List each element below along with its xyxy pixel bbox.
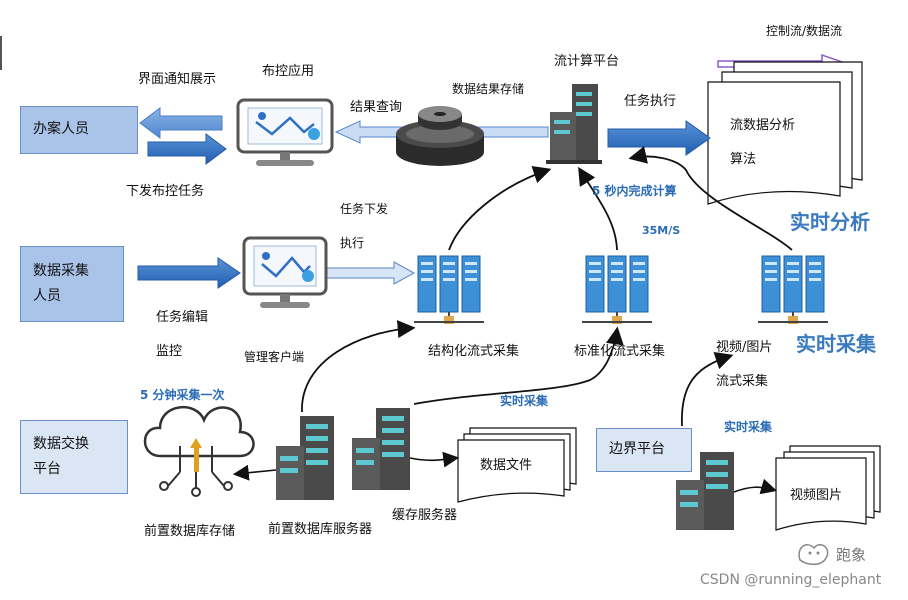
mgmt-client-monitor-icon [242, 236, 328, 308]
issue-task-arrow [147, 133, 227, 165]
video-to-platform-arrow [628, 146, 793, 251]
data-file-label: 数据文件 [480, 458, 533, 473]
db-to-structured-arrow [301, 320, 416, 413]
stream-platform-label: 流计算平台 [554, 54, 620, 69]
edge-to-video-rack-arrow [681, 352, 734, 427]
officer-box: 办案人员 [20, 106, 138, 154]
officer-label: 办案人员 [33, 121, 89, 138]
result-storage-label: 数据结果存储 [452, 82, 525, 96]
collector-arrow [137, 257, 241, 289]
interface-notify-label: 界面通知展示 [138, 72, 217, 87]
cache-server-icon [352, 408, 410, 490]
cloud-storage-icon [143, 406, 255, 497]
task-edit-label: 任务编辑 [156, 310, 209, 325]
collector-label-1: 数据采集 [33, 262, 89, 279]
issue-task-label: 下发布控任务 [126, 184, 205, 199]
cache-server-label: 缓存服务器 [392, 508, 458, 523]
edge-platform-box: 边界平台 [596, 428, 692, 472]
watermark-csdn: CSDN @running_elephant [700, 572, 882, 588]
edge-platform-label: 边界平台 [609, 441, 665, 458]
edge-to-video-doc-arrow [733, 478, 778, 495]
monitor-label: 监控 [156, 344, 183, 359]
result-query-label: 结果查询 [350, 100, 403, 115]
video-image-label: 视频/图片 [716, 340, 773, 355]
video-picture-doc-icon [775, 445, 881, 531]
standard-collect-rack-icon [582, 255, 652, 324]
data-file-doc-icon [457, 427, 577, 503]
video-picture-label: 视频图片 [790, 488, 843, 503]
notify-arrow [139, 107, 223, 139]
algorithm-label: 算法 [730, 152, 757, 167]
db-server-to-cloud-arrow [232, 464, 277, 481]
structured-collect-label: 结构化流式采集 [428, 344, 520, 359]
front-db-server-label: 前置数据库服务器 [268, 522, 373, 537]
video-rack-icon [758, 255, 828, 324]
front-db-storage-label: 前置数据库存储 [144, 524, 236, 539]
edge-line [0, 36, 2, 70]
task-issue-arrow [325, 261, 416, 285]
stream-collect-label: 流式采集 [716, 374, 769, 389]
five-sec-label: 5 秒内完成计算 [592, 184, 677, 198]
stream-platform-server-icon [546, 84, 602, 164]
task-issue-label-2: 执行 [340, 236, 365, 250]
realtime-collect-big-label: 实时采集 [796, 332, 876, 356]
control-app-monitor-icon [236, 98, 334, 166]
speed-label: 35M/S [642, 224, 681, 237]
five-min-label: 5 分钟采集一次 [140, 388, 225, 402]
realtime-collect-label-2: 实时采集 [724, 420, 773, 434]
stream-analysis-doc-icon [707, 61, 863, 205]
watermark-logo-text: 跑象 [836, 546, 867, 564]
mgmt-client-label: 管理客户端 [244, 350, 305, 364]
exchange-box: 数据交换 平台 [20, 420, 128, 494]
cache-to-standard-arrow [413, 326, 624, 405]
control-app-label: 布控应用 [262, 64, 315, 79]
control-data-flow-label: 控制流/数据流 [766, 24, 843, 38]
collector-label-2: 人员 [33, 288, 61, 304]
structured-collect-rack-icon [414, 255, 484, 324]
edge-server-icon [676, 452, 734, 530]
watermark-logo-icon [798, 544, 829, 565]
task-issue-label-1: 任务下发 [340, 202, 389, 216]
standard-collect-label: 标准化流式采集 [574, 344, 666, 359]
task-exec-arrow [607, 120, 711, 156]
standard-to-platform-arrow [578, 166, 618, 251]
exchange-label-1: 数据交换 [33, 435, 89, 452]
front-db-server-icon [276, 416, 334, 500]
structured-to-platform-arrow [448, 166, 552, 251]
stream-analysis-label: 流数据分析 [730, 118, 796, 133]
realtime-analysis-label: 实时分析 [790, 210, 870, 234]
collector-box: 数据采集 人员 [20, 246, 124, 322]
task-exec-label: 任务执行 [624, 94, 677, 109]
exchange-label-2: 平台 [33, 461, 61, 477]
result-storage-disk-icon [396, 106, 484, 166]
realtime-collect-label-1: 实时采集 [500, 394, 549, 408]
cache-to-datafile-arrow [409, 451, 460, 468]
